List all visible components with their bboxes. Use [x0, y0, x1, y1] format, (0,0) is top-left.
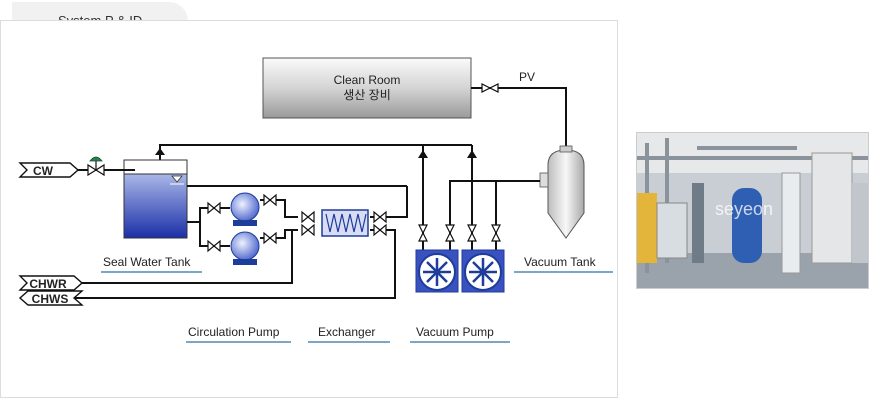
- clean-room-unit: Clean Room 생산 장비: [262, 57, 472, 119]
- vacuum-pump-1: [415, 249, 459, 293]
- photo-watermark: seyeon: [715, 199, 773, 219]
- vacuum-tank-label: Vacuum Tank: [524, 255, 597, 269]
- pv-line: [471, 87, 567, 150]
- vacuum-tank-vessel: [539, 145, 585, 239]
- system-photo: seyeon: [636, 132, 869, 289]
- vacuum-pump-valves: [418, 224, 501, 242]
- vacuum-pump-label: Vacuum Pump: [416, 325, 494, 339]
- seal-water-tank: [123, 159, 188, 239]
- pump-suction-line: [38, 185, 408, 299]
- circulation-pump-label: Circulation Pump: [188, 325, 280, 339]
- circulation-pump-1: [230, 192, 260, 226]
- heat-exchanger: [321, 209, 369, 237]
- cw-control-valve-icon: [87, 156, 105, 177]
- circulation-pump-valves: [207, 193, 277, 253]
- pv-label: PV: [519, 70, 535, 84]
- circulation-pump-2: [230, 231, 260, 265]
- clean-room-label: Clean Room: [334, 73, 401, 87]
- cw-inlet-icon: CW: [18, 162, 80, 178]
- chws-label: CHWS: [32, 292, 69, 306]
- exchanger-label: Exchanger: [318, 325, 375, 339]
- vacuum-pump-2: [461, 249, 505, 293]
- clean-room-sublabel: 생산 장비: [343, 88, 391, 102]
- pv-valve-icon: [481, 83, 499, 93]
- exchanger-valves: [301, 210, 387, 237]
- chwr-inlet-icon: CHWR: [18, 275, 84, 291]
- cw-label: CW: [33, 164, 54, 178]
- chwr-label: CHWR: [29, 277, 67, 291]
- flow-arrow-icon: [155, 148, 477, 158]
- chws-outlet-icon: CHWS: [18, 290, 84, 306]
- seal-water-tank-label: Seal Water Tank: [103, 255, 191, 269]
